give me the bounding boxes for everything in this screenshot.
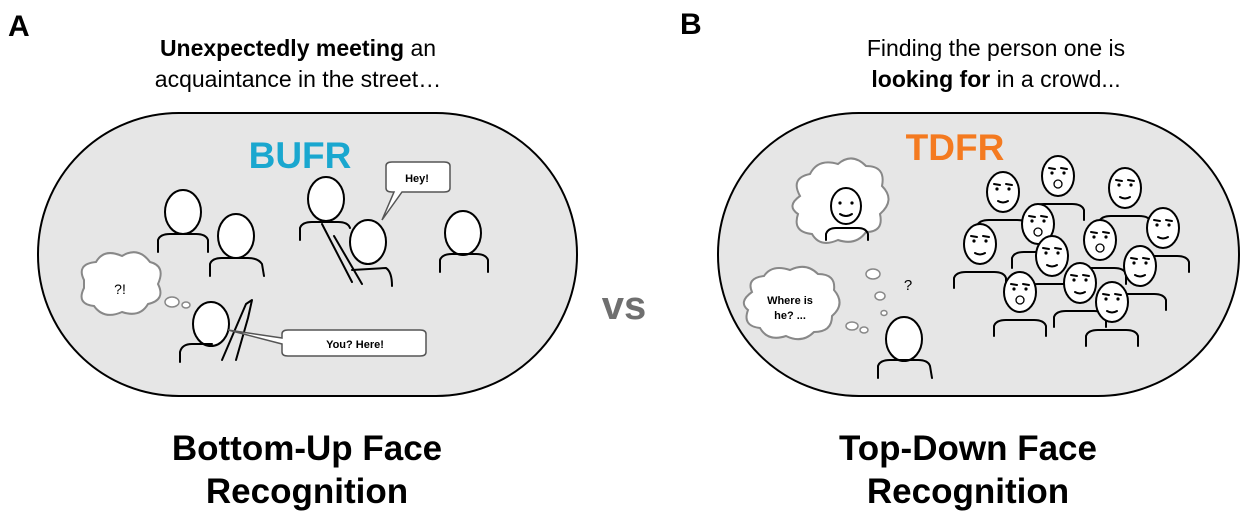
speech-hey-text: Hey! bbox=[405, 173, 429, 185]
crowd-face bbox=[976, 171, 1030, 237]
crowd bbox=[953, 155, 1190, 347]
person-a3 bbox=[299, 176, 363, 285]
panel-b-caption-line1: Finding the person one is bbox=[866, 35, 1126, 61]
panel-a-caption-rest: an bbox=[404, 35, 437, 61]
crowd-face bbox=[993, 271, 1047, 337]
speech-bubble-hey: Hey! bbox=[381, 161, 451, 221]
speech-you-here-text: You? Here! bbox=[326, 339, 384, 351]
panel-a-caption: Unexpectedly meeting an acquaintance in … bbox=[88, 33, 508, 95]
panel-a-letter: A bbox=[8, 10, 30, 43]
thought-cloud-b-face bbox=[791, 157, 890, 244]
panel-a-caption-line2: acquaintance in the street… bbox=[154, 66, 442, 92]
question-mark: ? bbox=[904, 277, 912, 294]
where-line2: he? ... bbox=[774, 310, 806, 322]
tdfr-label: TDFR bbox=[906, 127, 1005, 168]
crowd-face bbox=[1031, 155, 1085, 221]
panel-a-title-line1: Bottom-Up Face bbox=[171, 429, 443, 468]
thought-cloud-where: Where is he? ... bbox=[742, 265, 869, 341]
crowd-face bbox=[1098, 167, 1152, 233]
where-line1: Where is bbox=[767, 295, 813, 307]
person-searcher bbox=[877, 316, 933, 379]
crowd-face bbox=[1085, 281, 1139, 347]
thought-dot-2 bbox=[874, 291, 886, 301]
panel-b-title-line1: Top-Down Face bbox=[839, 429, 1097, 468]
panel-b-caption-rest: in a crowd... bbox=[990, 66, 1121, 92]
person-a4 bbox=[349, 219, 393, 287]
panel-b-title-line2: Recognition bbox=[866, 472, 1070, 511]
thought-a-text: ?! bbox=[114, 281, 126, 297]
panel-b-caption-bold: looking for bbox=[871, 66, 991, 92]
person-a5 bbox=[439, 210, 489, 273]
person-a2 bbox=[209, 213, 265, 277]
panel-b-caption: Finding the person one is looking for in… bbox=[786, 33, 1206, 95]
panel-a-caption-bold: Unexpectedly meeting bbox=[159, 35, 405, 61]
speech-bubble-you-here: You? Here! bbox=[227, 329, 427, 357]
panel-b-title: Top-Down Face Recognition bbox=[718, 427, 1218, 513]
panel-b-letter: B bbox=[680, 8, 702, 41]
panel-a-title-line2: Recognition bbox=[205, 472, 409, 511]
person-a1 bbox=[157, 189, 209, 253]
crowd-face bbox=[1113, 245, 1167, 311]
thought-dot-3 bbox=[880, 309, 888, 317]
panel-a-title: Bottom-Up Face Recognition bbox=[57, 427, 557, 513]
thought-dot-1 bbox=[865, 268, 881, 280]
bufr-label: BUFR bbox=[249, 135, 352, 176]
vs-label: vs bbox=[602, 284, 647, 328]
thought-cloud-a: ?! bbox=[80, 251, 191, 316]
crowd-face bbox=[1011, 203, 1065, 269]
crowd-face bbox=[953, 223, 1007, 289]
